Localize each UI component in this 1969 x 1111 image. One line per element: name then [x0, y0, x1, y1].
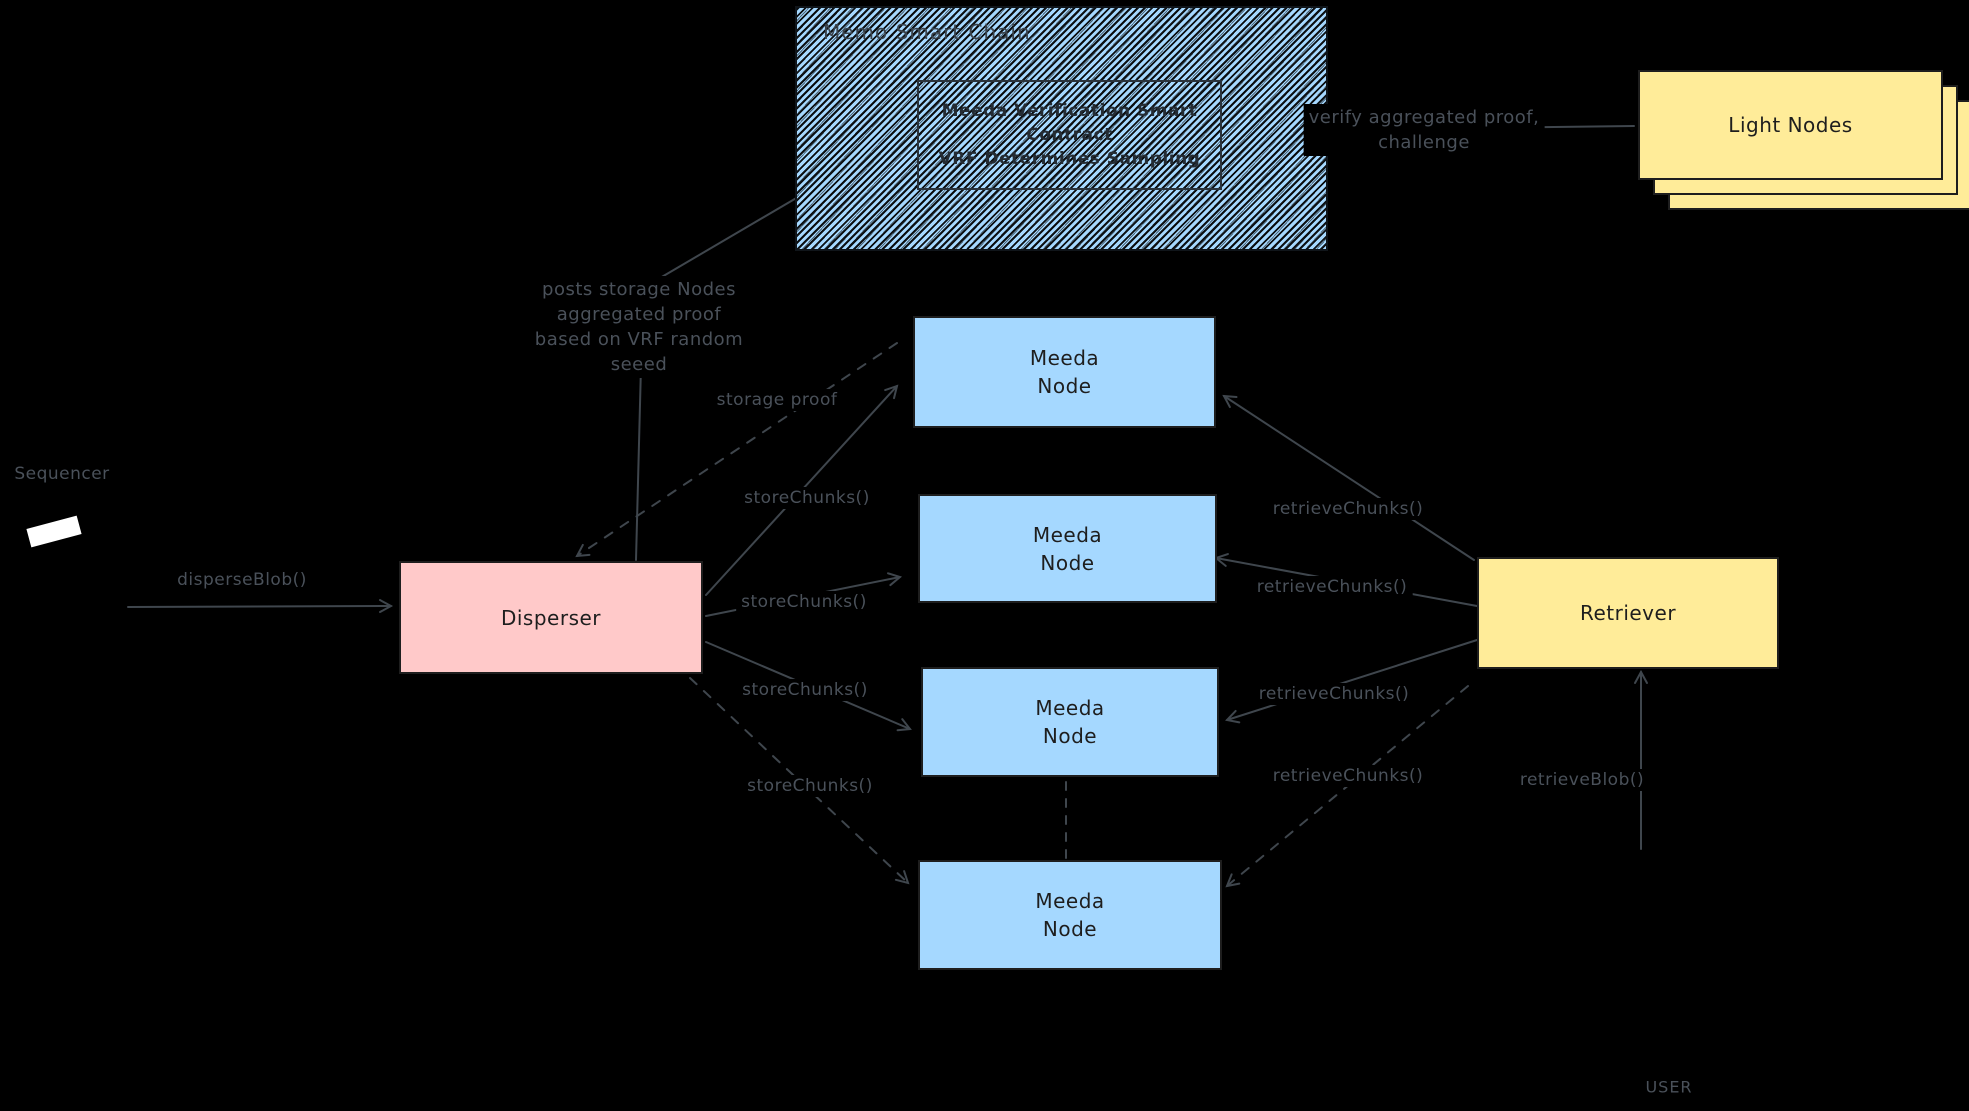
storage-proof-label: storage proof: [711, 389, 843, 411]
meeda-node-box-4[interactable]: Meeda Node: [918, 860, 1222, 970]
store-chunks-label-2: storeChunks(): [736, 591, 872, 613]
meeda-node-label: Meeda: [1035, 889, 1105, 913]
posts-proof-label: posts storage Nodes aggregated proof bas…: [529, 276, 749, 378]
user-label: USER: [1645, 1077, 1693, 1097]
meeda-node-box-1[interactable]: Meeda Node: [913, 316, 1216, 428]
store-chunks-label-4: storeChunks(): [742, 775, 878, 797]
light-nodes-box[interactable]: Light Nodes: [1638, 70, 1943, 180]
store-chunks-label-3: storeChunks(): [737, 679, 873, 701]
posts-proof-line: aggregated proof: [556, 304, 722, 325]
contract-line: VRF Determines Sampling: [938, 149, 1201, 169]
retrieve-chunks-label-3: retrieveChunks(): [1253, 683, 1415, 705]
retrieve-chunks-label-2: retrieveChunks(): [1251, 576, 1413, 598]
edge-retrieve-chunks-1: [1222, 394, 1475, 561]
meeda-node-label: Meeda: [1032, 522, 1103, 547]
retrieve-chunks-label-4: retrieveChunks(): [1267, 765, 1429, 787]
retrieve-blob-label: retrieveBlob(): [1514, 769, 1650, 791]
posts-proof-line: seeed: [610, 354, 668, 375]
verify-proof-line: verify aggregated proof,: [1308, 107, 1540, 128]
meeda-node-label: Meeda: [1035, 696, 1105, 720]
store-chunks-label-1: storeChunks(): [739, 487, 875, 509]
meeda-node-label: Node: [1037, 374, 1092, 398]
verification-contract-box[interactable]: Meeda Verification Smart Contract VRF De…: [917, 80, 1222, 190]
edge-disperse-blob: [127, 599, 394, 614]
sequencer-label: Sequencer: [14, 464, 110, 484]
meeda-node-label: Node: [1040, 550, 1095, 575]
contract-line: Contract: [1026, 125, 1113, 145]
disperse-blob-label: disperseBlob(): [172, 569, 312, 591]
disperser-label: Disperser: [500, 605, 602, 630]
chain-title: Memo Smart Chain: [823, 20, 1031, 44]
posts-proof-line: posts storage Nodes: [542, 279, 736, 300]
light-nodes-label: Light Nodes: [1728, 113, 1853, 137]
contract-line: Meeda Verification Smart: [941, 101, 1198, 121]
posts-proof-line: based on VRF random: [534, 329, 744, 350]
memo-smart-chain-box[interactable]: Memo Smart Chain Meeda Verification Smar…: [795, 6, 1328, 251]
edge-retrieve-chunks-3: [1225, 639, 1478, 724]
verify-proof-label: verify aggregated proof, challenge: [1303, 104, 1545, 156]
meeda-node-label: Node: [1042, 917, 1098, 941]
meeda-node-box-2[interactable]: Meeda Node: [918, 494, 1217, 603]
retriever-box[interactable]: Retriever: [1477, 557, 1779, 669]
retriever-label: Retriever: [1579, 601, 1677, 625]
verify-proof-line: challenge: [1378, 132, 1470, 153]
disperser-box[interactable]: Disperser: [399, 561, 703, 674]
sequencer-laptop-icon: [26, 515, 82, 548]
meeda-node-label: Meeda: [1029, 346, 1100, 370]
meeda-node-box-3[interactable]: Meeda Node: [921, 667, 1219, 777]
meeda-node-label: Node: [1042, 724, 1098, 748]
retrieve-chunks-label-1: retrieveChunks(): [1267, 498, 1429, 520]
